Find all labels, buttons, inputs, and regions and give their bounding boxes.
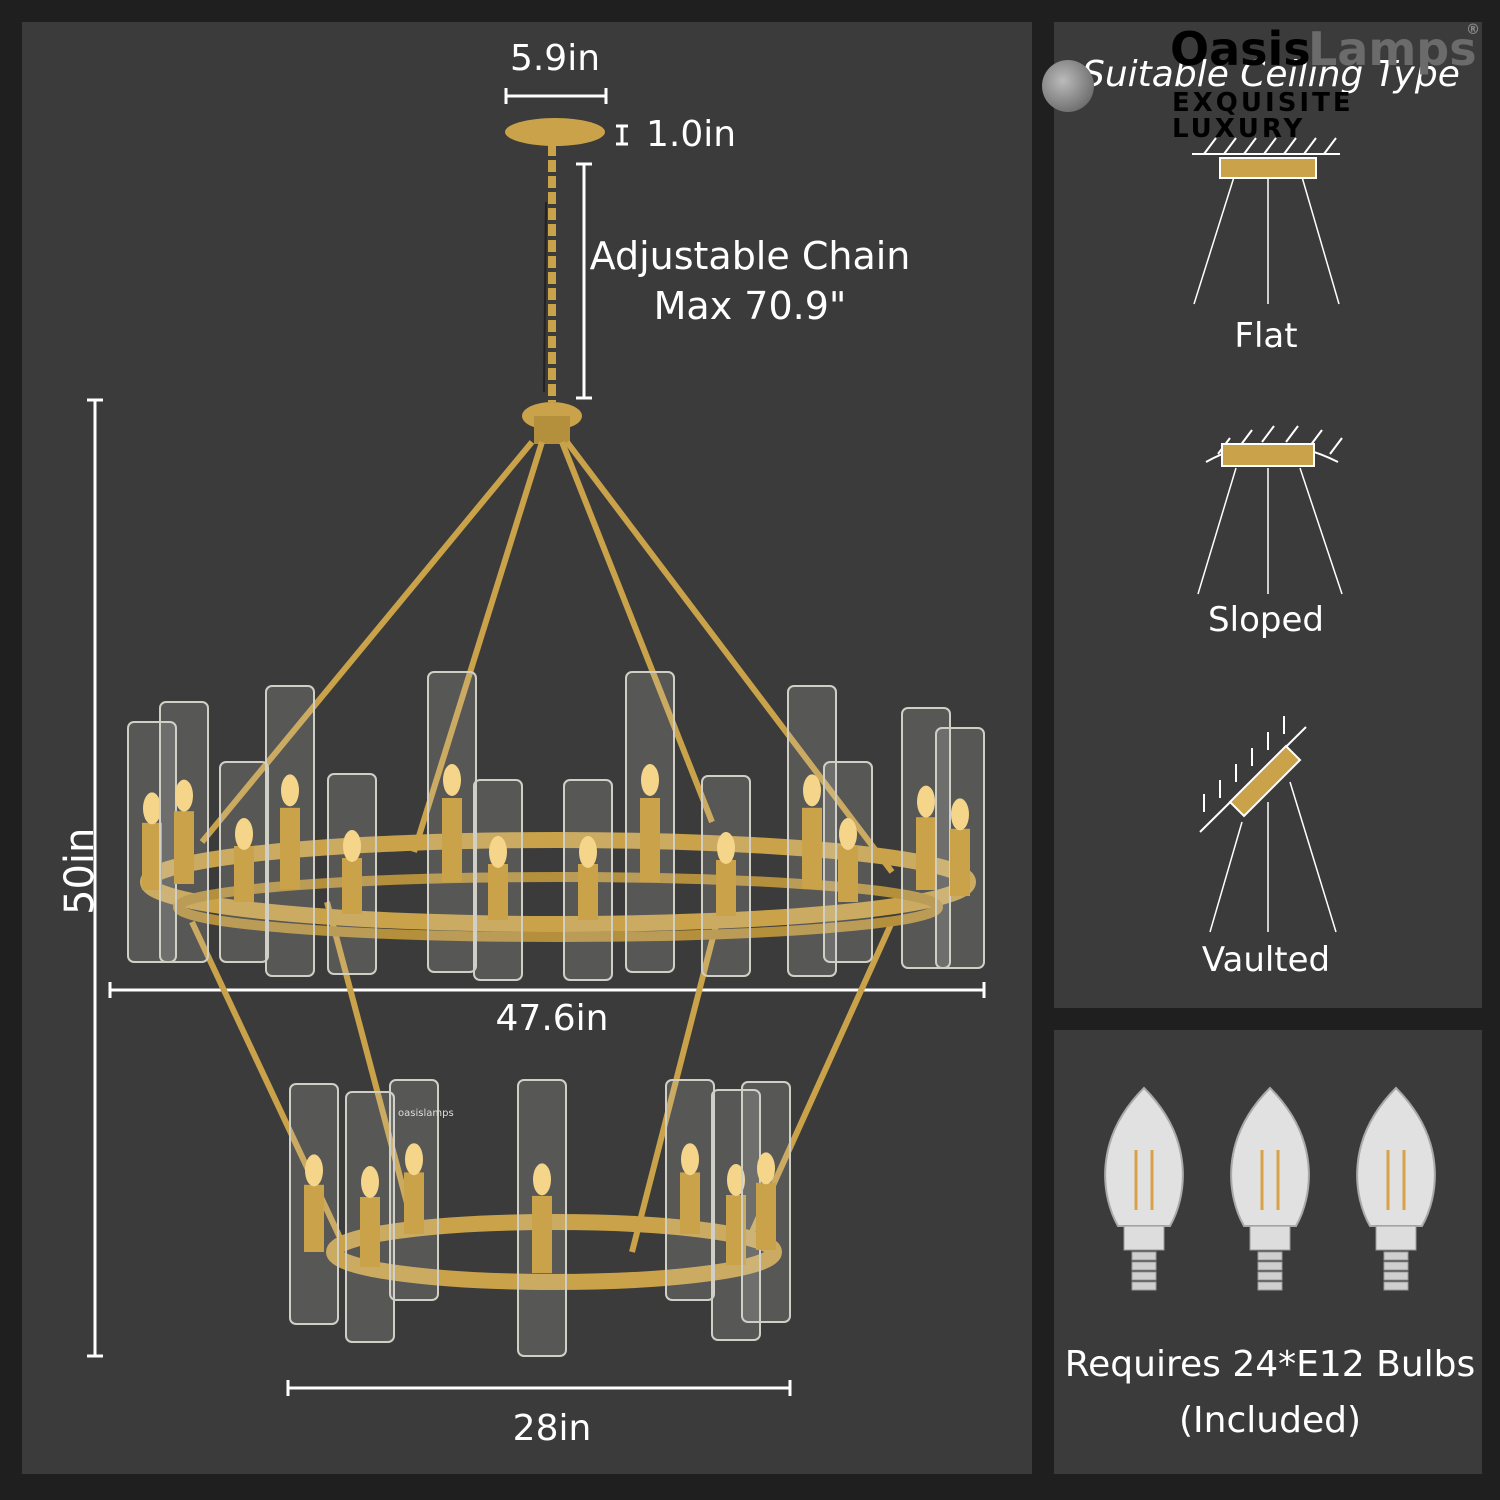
bulb-group: [1104, 1086, 1436, 1291]
candle-lamp: [517, 1079, 567, 1357]
bulb-illustrations: [1104, 1086, 1436, 1291]
ceiling-type-diagrams: [1192, 137, 1343, 933]
overall-height-label: 50in: [57, 827, 103, 915]
brand-logo-emblem: [1042, 60, 1094, 112]
chain: [543, 144, 556, 402]
led-bulb: [1230, 1086, 1310, 1291]
canopy-width-label: 5.9in: [509, 38, 601, 79]
candle-lamp: [625, 671, 675, 973]
bottom-tier-ring: [326, 1214, 782, 1290]
ceiling-type-panel: Suitable Ceiling Type Flat Sloped Vaulte…: [1054, 22, 1482, 1008]
candle-lamp: [823, 761, 873, 963]
candle-lamp: [741, 1081, 791, 1323]
chain-length-marker: [576, 162, 592, 400]
brand-registered-mark: ®: [1466, 22, 1480, 38]
candle-lamp: [389, 1079, 439, 1301]
brand-name-part1: Oasis: [1170, 22, 1311, 76]
candle-lamp: [289, 1083, 339, 1325]
candle-lamp: [219, 761, 269, 963]
candle-lamp: [345, 1091, 395, 1343]
sloped-ceiling-icon: [1197, 425, 1343, 595]
brand-name-part2: Lamps: [1308, 22, 1477, 76]
bottom-tier-width-marker: [286, 1380, 792, 1396]
candle-lamp: [901, 707, 951, 969]
candle-lamp: [935, 727, 985, 969]
bulb-requirement-line2: (Included): [1179, 1400, 1361, 1441]
candle-lamp: [159, 701, 209, 963]
top-tier-lamps: [127, 671, 985, 981]
brand-logo: Oasis Lamps ® EXQUISITE LUXURY: [1040, 20, 1500, 150]
bulb-requirement-panel: Requires 24*E12 Bulbs (Included): [1054, 1030, 1482, 1474]
product-dimension-panel: 5.9in 1.0in Adjustable Chain Max 70.9" 5…: [22, 22, 1032, 1474]
bottom-tier-lamps: [289, 1079, 791, 1357]
candle-lamp: [265, 685, 315, 977]
top-tier-diameter-label: 47.6in: [495, 998, 609, 1039]
ceiling-type-sloped-label: Sloped: [1208, 600, 1324, 640]
candle-lamp: [701, 775, 751, 977]
chain-label-line1: Adjustable Chain: [589, 234, 911, 278]
candle-lamp: [665, 1079, 715, 1301]
flat-ceiling-icon: [1192, 137, 1340, 305]
candle-lamp: [427, 671, 477, 973]
canopy-height-label: 1.0in: [646, 114, 737, 155]
brand-tagline-line1: EXQUISITE: [1172, 88, 1354, 118]
bottom-tier-diameter-label: 28in: [512, 1408, 592, 1449]
ceiling-type-title: Suitable Ceiling Type: [1082, 54, 1460, 95]
led-bulb: [1104, 1086, 1184, 1291]
brand-tagline-line2: LUXURY: [1172, 114, 1306, 144]
chandelier-diagram: [87, 88, 986, 1396]
watermark-text: oasislamps: [398, 1108, 454, 1119]
support-rods: [189, 440, 895, 1253]
candle-lamp: [563, 779, 613, 981]
ceiling-type-vaulted-label: Vaulted: [1201, 940, 1331, 980]
overall-height-marker: [87, 398, 103, 1358]
canopy-width-dimension-line: [504, 88, 608, 104]
top-tier-width-marker: [108, 982, 986, 998]
led-bulb: [1356, 1086, 1436, 1291]
candle-lamp: [473, 779, 523, 981]
ceiling-type-flat-label: Flat: [1234, 316, 1298, 356]
vaulted-ceiling-icon: [1199, 716, 1337, 933]
candle-lamp: [127, 721, 177, 963]
ceiling-canopy: [505, 118, 605, 146]
candle-lamp: [327, 773, 377, 975]
canopy-height-marker: [616, 124, 628, 146]
bulb-requirement-line1: Requires 24*E12 Bulbs: [1064, 1344, 1476, 1385]
chain-label-line2: Max 70.9": [653, 284, 847, 328]
